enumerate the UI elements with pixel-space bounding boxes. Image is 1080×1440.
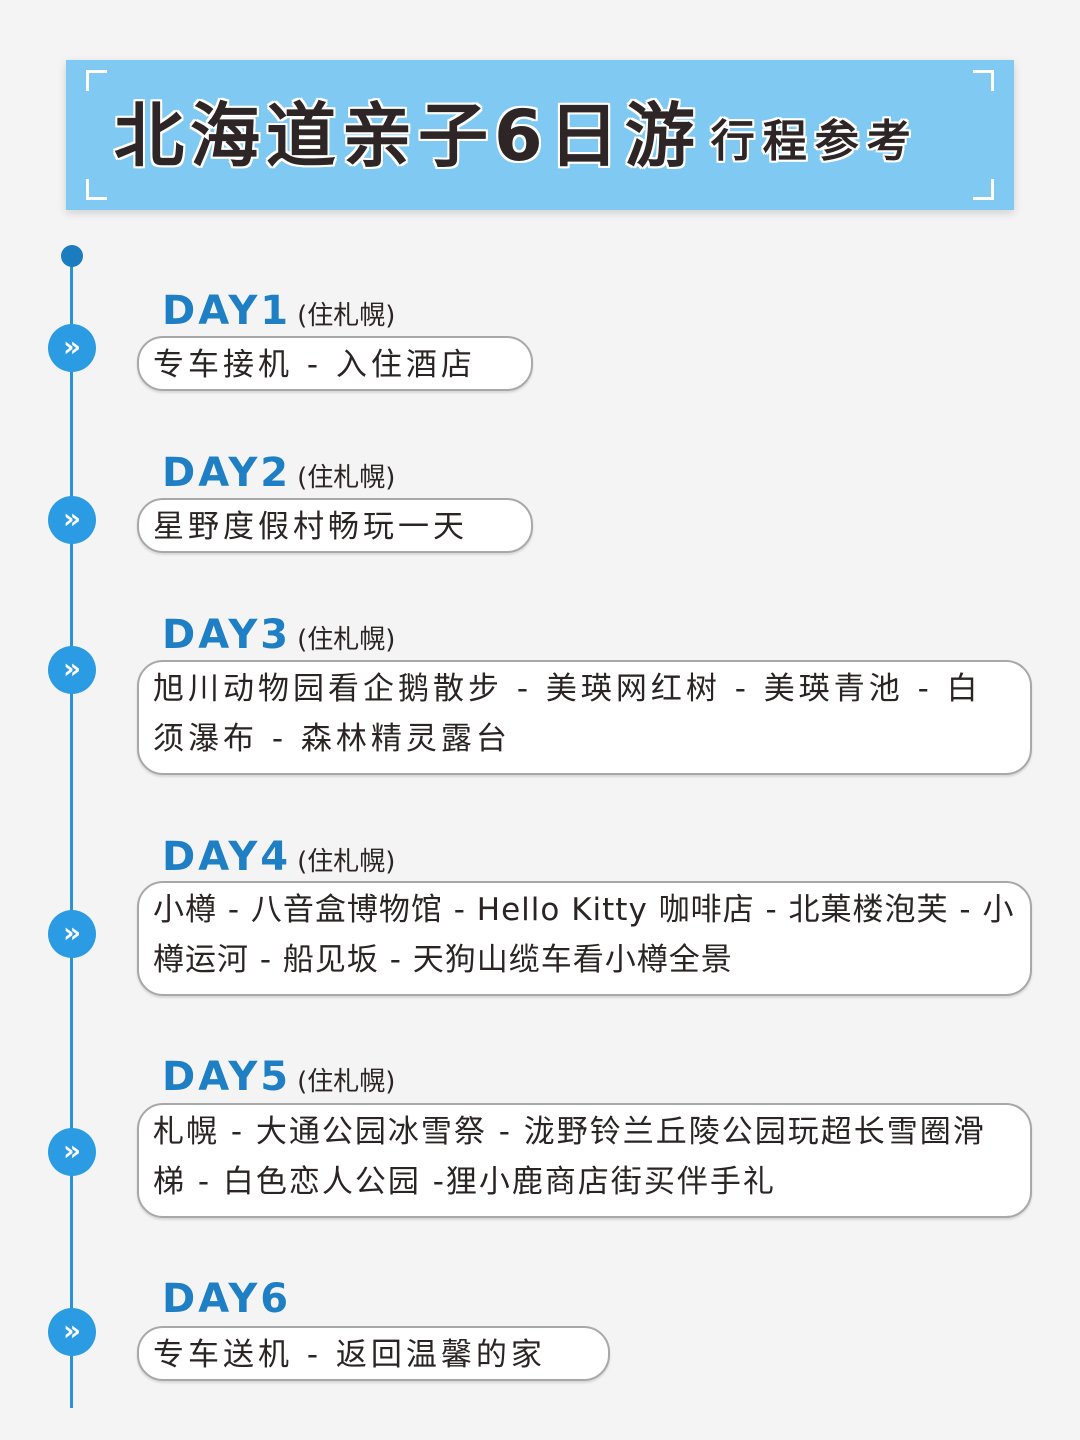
itinerary-card-day1: 专车接机 - 入住酒店	[137, 336, 533, 391]
day-label: DAY6	[162, 1276, 292, 1322]
itinerary-card-day4: 小樽 - 八音盒博物馆 - Hello Kitty 咖啡店 - 北菓楼泡芙 - …	[137, 881, 1032, 996]
day-label: DAY1	[162, 288, 292, 334]
day-heading-6: DAY6	[162, 1276, 297, 1322]
day-heading-1: DAY1(住札幌)	[162, 288, 395, 334]
day-stay: (住札幌)	[297, 1067, 396, 1097]
itinerary-card-day6: 专车送机 - 返回温馨的家	[137, 1326, 610, 1381]
day-stay: (住札幌)	[297, 625, 396, 655]
day-stay: (住札幌)	[297, 463, 396, 493]
corner-bracket-top-left	[86, 70, 107, 91]
day-stay: (住札幌)	[297, 847, 396, 877]
day-heading-3: DAY3(住札幌)	[162, 612, 395, 658]
corner-bracket-bottom-right	[973, 179, 994, 200]
chevron-double-right-icon: »	[48, 646, 96, 694]
chevron-double-right-icon: »	[48, 324, 96, 372]
title-banner: 北海道亲子6日游行程参考	[66, 60, 1014, 210]
chevron-double-right-icon: »	[48, 1308, 96, 1356]
day-label: DAY3	[162, 612, 292, 658]
title-subtitle: 行程参考	[710, 116, 919, 167]
day-heading-4: DAY4(住札幌)	[162, 834, 395, 880]
timeline-start-dot	[61, 245, 83, 267]
day-heading-5: DAY5(住札幌)	[162, 1054, 395, 1100]
chevron-double-right-icon: »	[48, 1128, 96, 1176]
chevron-double-right-icon: »	[48, 496, 96, 544]
page-title: 北海道亲子6日游行程参考	[114, 96, 919, 182]
timeline-line	[70, 256, 73, 1408]
day-heading-2: DAY2(住札幌)	[162, 450, 395, 496]
day-stay: (住札幌)	[297, 301, 396, 331]
itinerary-card-day3: 旭川动物园看企鹅散步 - 美瑛网红树 - 美瑛青池 - 白须瀑布 - 森林精灵露…	[137, 660, 1032, 775]
itinerary-card-day2: 星野度假村畅玩一天	[137, 498, 533, 553]
corner-bracket-bottom-left	[86, 179, 107, 200]
chevron-double-right-icon: »	[48, 910, 96, 958]
title-main: 北海道亲子6日游	[114, 95, 701, 177]
day-label: DAY4	[162, 834, 292, 880]
corner-bracket-top-right	[973, 70, 994, 91]
day-label: DAY5	[162, 1054, 292, 1100]
itinerary-card-day5: 札幌 - 大通公园冰雪祭 - 泷野铃兰丘陵公园玩超长雪圈滑梯 - 白色恋人公园 …	[137, 1103, 1032, 1218]
day-label: DAY2	[162, 450, 292, 496]
